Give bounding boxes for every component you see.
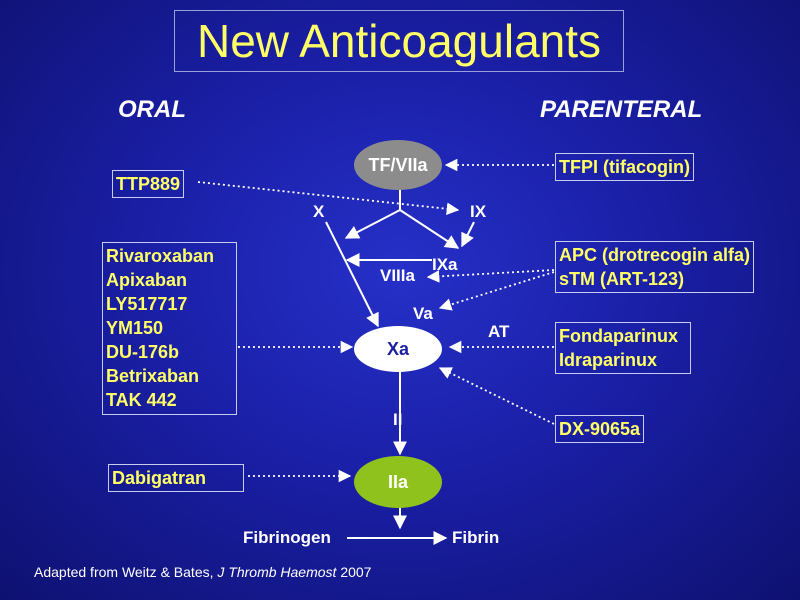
factor-ii-label: II (393, 410, 403, 429)
title-box: New Anticoagulants (174, 10, 624, 72)
xa-inhibitor-item: Betrixaban (106, 366, 200, 386)
citation-footnote: Adapted from Weitz & Bates, J Thromb Hae… (34, 564, 371, 580)
factor-va-label: Va (413, 304, 433, 323)
dabigatran-label: Dabigatran (112, 468, 207, 488)
fibrin-label: Fibrin (452, 528, 500, 547)
xa-inhibitor-box: Rivaroxaban Apixaban LY517717 YM150 DU-1… (102, 242, 237, 415)
dx-label: DX-9065a (559, 419, 641, 439)
apc-stm-box: APC (drotrecogin alfa) sTM (ART-123) (555, 241, 755, 293)
dx-box: DX-9065a (555, 415, 645, 443)
tfpi-label: TFPI (tifacogin) (559, 157, 690, 177)
slide-title: New Anticoagulants (196, 15, 602, 67)
dotted-arrow-apc-viiia (426, 269, 555, 283)
xa-node: Xa (354, 326, 442, 372)
xa-label: Xa (386, 338, 410, 359)
citation-authors: Adapted from Weitz & Bates, (34, 564, 218, 580)
factor-x-label: X (313, 202, 325, 221)
iia-label: IIa (387, 471, 408, 492)
apc-label: APC (drotrecogin alfa) (559, 245, 751, 265)
arrow-tf-to-ixa-branch (399, 209, 460, 249)
fibrinogen-label: Fibrinogen (243, 528, 331, 547)
fondaparinux-box: Fondaparinux Idraparinux (555, 322, 691, 374)
tf-viia-node: TF/VIIa (354, 140, 442, 190)
xa-inhibitor-item: Rivaroxaban (106, 246, 215, 266)
iia-node: IIa (354, 456, 442, 508)
parenteral-heading: PARENTERAL (540, 96, 703, 123)
dotted-arrow-dx (438, 367, 555, 425)
factor-ixa-label: IXa (432, 255, 458, 274)
citation-year: 2007 (336, 564, 372, 580)
factor-ix-label: IX (470, 202, 487, 221)
fondaparinux-label: Fondaparinux (559, 326, 679, 346)
citation-journal: J Thromb Haemost (217, 564, 337, 580)
dabigatran-box: Dabigatran (108, 464, 244, 492)
xa-inhibitor-item: TAK 442 (106, 390, 177, 410)
arrow-tf-to-x-branch (344, 209, 401, 239)
dotted-arrow-ttp889 (197, 181, 460, 216)
xa-inhibitor-item: YM150 (106, 318, 164, 338)
tf-viia-label: TF/VIIa (368, 154, 428, 175)
dotted-arrow-apc-va (438, 271, 555, 311)
arrow-ix-to-ixa (461, 221, 475, 248)
xa-inhibitor-item: DU-176b (106, 342, 180, 362)
oral-heading: ORAL (118, 96, 186, 123)
ttp889-box: TTP889 (112, 170, 185, 198)
arrow-x-to-xa (325, 221, 379, 328)
ttp889-label: TTP889 (116, 174, 181, 194)
stm-label: sTM (ART-123) (559, 269, 685, 289)
xa-inhibitor-item: LY517717 (106, 294, 188, 314)
antithrombin-label: AT (488, 322, 510, 341)
xa-inhibitor-item: Apixaban (106, 270, 188, 290)
factor-viiia-label: VIIIa (380, 266, 415, 285)
tfpi-box: TFPI (tifacogin) (555, 153, 694, 181)
idraparinux-label: Idraparinux (559, 350, 658, 370)
